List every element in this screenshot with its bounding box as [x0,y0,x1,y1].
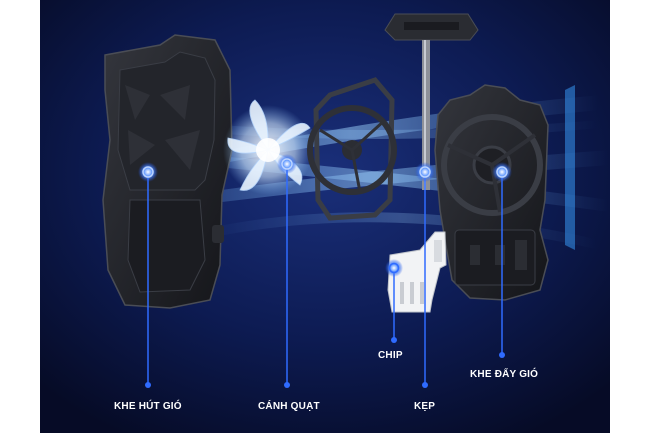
leader-lines [147,164,503,385]
marker-chip [385,259,403,343]
intake-housing [102,34,233,309]
marker-intake [138,162,158,388]
label-fan: CÁNH QUẠT [258,401,320,412]
fan-frame [307,77,397,221]
chip-part [387,231,447,313]
marker-fan [277,154,297,388]
exhaust-flare [565,85,575,250]
label-intake: KHE HÚT GIÓ [114,401,182,412]
marker-exhaust [492,162,512,358]
marker-clamp [415,162,435,388]
callout-markers [138,154,512,388]
exhaust-housing [434,84,549,301]
label-chip: CHIP [378,350,403,361]
label-clamp: KẸP [414,401,436,412]
label-exhaust: KHE ĐẨY GIÓ [470,369,539,380]
clamp-part [384,13,479,190]
